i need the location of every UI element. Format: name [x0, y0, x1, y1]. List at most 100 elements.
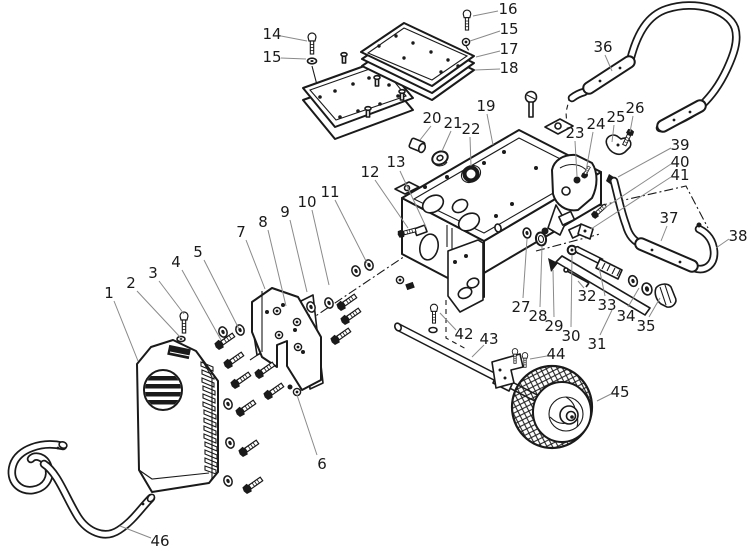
leader-line-38-38 — [715, 238, 730, 249]
part-mount-bracket — [251, 287, 322, 391]
callout-label-15-14: 15 — [262, 48, 281, 66]
leader-line-16-15 — [472, 10, 499, 17]
callout-label-21-21: 21 — [443, 114, 462, 132]
callout-label-26-26: 26 — [625, 99, 644, 117]
callout-label-8-7: 8 — [258, 213, 268, 231]
leader-line-40-40 — [602, 163, 672, 210]
leader-line-9-8 — [289, 219, 308, 293]
callout-label-12-11: 12 — [360, 163, 379, 181]
callout-label-44-44: 44 — [546, 345, 565, 363]
callout-label-5-4: 5 — [193, 243, 203, 261]
leader-line-1-0 — [113, 300, 139, 362]
leader-line-22-22 — [469, 136, 472, 167]
leader-line-46-46 — [119, 525, 152, 539]
callout-label-32-32: 32 — [577, 287, 596, 305]
callout-label-9-8: 9 — [280, 203, 290, 221]
leader-line-33-33 — [598, 266, 606, 297]
leader-line-32-32 — [577, 280, 585, 289]
washer-15-left — [306, 57, 318, 65]
callout-label-30-30: 30 — [561, 327, 580, 345]
callout-label-39-39: 39 — [670, 136, 689, 154]
callout-label-42-42: 42 — [454, 325, 473, 343]
callout-label-36-36: 36 — [593, 38, 612, 56]
leader-line-2-1 — [136, 290, 181, 338]
leader-line-21-21 — [441, 130, 452, 152]
leader-line-28-28 — [539, 245, 543, 308]
spacer-35 — [654, 283, 677, 308]
cone-29 — [548, 258, 558, 272]
bolt-42 — [429, 303, 439, 324]
callout-label-46-46: 46 — [150, 532, 169, 550]
key-bolt — [524, 90, 538, 118]
leader-line-15-16 — [469, 30, 501, 42]
callout-label-40-40: 40 — [670, 153, 689, 171]
leader-line-42-42 — [439, 312, 457, 331]
frame-gusset — [447, 239, 484, 313]
callout-label-19-19: 19 — [476, 97, 495, 115]
callout-label-1-0: 1 — [104, 284, 114, 302]
leader-line-12-11 — [374, 179, 409, 229]
nut-15-right — [461, 37, 471, 47]
leader-line-14-13 — [280, 35, 308, 42]
panel-grille — [143, 369, 183, 411]
leader-line-13-12 — [399, 170, 427, 228]
callout-label-17-17: 17 — [499, 40, 518, 58]
callout-label-41-41: 41 — [670, 166, 689, 184]
callout-label-18-18: 18 — [499, 59, 518, 77]
part-upper-handle — [567, 1, 741, 133]
leader-line-25-25 — [611, 124, 615, 143]
callout-label-14-13: 14 — [262, 25, 281, 43]
standoff-posts — [340, 51, 406, 118]
callout-label-7-6: 7 — [236, 223, 246, 241]
spacer-20 — [408, 137, 427, 154]
leader-line-18-18 — [474, 68, 501, 71]
leader-line-30-30 — [570, 254, 573, 328]
leader-line-7-6 — [245, 239, 266, 290]
callout-label-35-35: 35 — [636, 317, 655, 335]
leader-line-15-14 — [280, 57, 307, 60]
callout-label-16-15: 16 — [498, 0, 517, 18]
washers-34 — [627, 274, 653, 296]
leader-line-11-10 — [334, 199, 368, 264]
leader-line-37-37 — [660, 225, 668, 242]
axle-bolt-33 — [574, 245, 623, 280]
spring-pin-32 — [563, 267, 590, 288]
leader-line-4-3 — [181, 269, 222, 341]
leader-line-45-45 — [596, 393, 612, 402]
bolt-3 — [179, 311, 189, 334]
callout-label-3-2: 3 — [148, 264, 158, 282]
part-wheel-spacers — [395, 223, 578, 291]
leader-line-3-2 — [158, 280, 185, 315]
leader-line-19-19 — [486, 113, 494, 146]
callout-label-11-10: 11 — [320, 183, 339, 201]
bolt-16 — [462, 9, 472, 31]
leader-line-10-9 — [311, 209, 330, 286]
bushing-21 — [431, 150, 449, 167]
callout-label-10-9: 10 — [297, 193, 316, 211]
leader-line-20-20 — [419, 125, 432, 141]
leader-line-23-23 — [574, 140, 578, 177]
leader-line-29-29 — [552, 269, 555, 318]
callout-label-45-45: 45 — [610, 383, 629, 401]
part-top-plate-right — [360, 22, 475, 101]
callout-label-25-25: 25 — [606, 108, 625, 126]
callout-label-24-24: 24 — [586, 115, 605, 133]
leader-line-17-17 — [475, 50, 501, 58]
leader-line-27-27 — [522, 238, 528, 299]
leader-line-43-43 — [471, 344, 485, 358]
callout-label-6-5: 6 — [317, 455, 327, 473]
callout-label-28-28: 28 — [528, 307, 547, 325]
panel-top-mesh — [167, 344, 191, 360]
part-axle — [393, 303, 558, 412]
callout-label-33-33: 33 — [597, 296, 616, 314]
washer-27 — [522, 227, 532, 239]
callout-label-15-16: 15 — [499, 20, 518, 38]
washer-2 — [176, 335, 186, 343]
leader-line-8-7 — [267, 229, 287, 307]
leader-line-44-44 — [529, 355, 548, 360]
callout-label-27-27: 27 — [511, 298, 530, 316]
callout-label-31-31: 31 — [587, 335, 606, 353]
leader-line-31-31 — [599, 309, 613, 336]
